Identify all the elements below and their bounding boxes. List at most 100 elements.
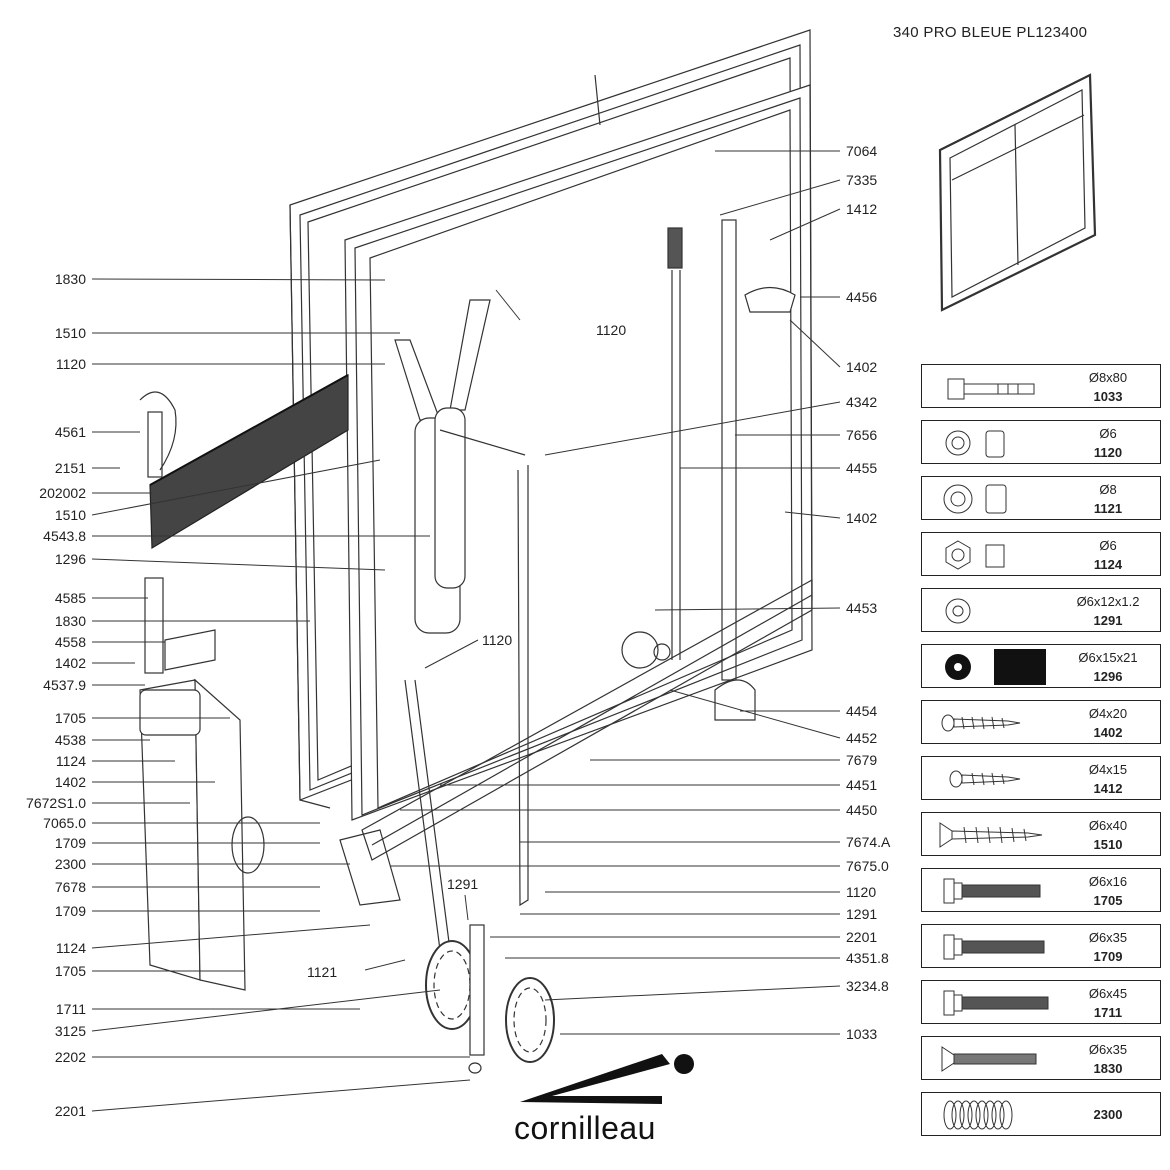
leader-line <box>424 639 479 669</box>
legend-row: Ø6 1124 <box>921 532 1161 576</box>
legend-row: Ø6x35 1830 <box>921 1036 1161 1080</box>
washer-nut-icon <box>945 430 1005 458</box>
brand-name: cornilleau <box>514 1110 656 1146</box>
callout-left: 4538 <box>55 732 86 748</box>
callout-right: 4342 <box>846 394 877 410</box>
callout-left: 2300 <box>55 856 86 872</box>
callout-right: 7675.0 <box>846 858 889 874</box>
callout-right: 1402 <box>846 510 877 526</box>
callout-left: 4561 <box>55 424 86 440</box>
callout-right: 1402 <box>846 359 877 375</box>
hex-bolt-icon <box>943 934 1045 960</box>
flat-head-screw-icon <box>941 1046 1037 1072</box>
legend-row: Ø6x12x1.2 1291 <box>921 588 1161 632</box>
legend-row: Ø6x40 1510 <box>921 812 1161 856</box>
legend-code: 1124 <box>1093 557 1123 572</box>
leader-line <box>544 401 841 456</box>
callout-left: 4585 <box>55 590 86 606</box>
callout-left: 1402 <box>55 655 86 671</box>
legend-row: Ø6x45 1711 <box>921 980 1161 1024</box>
flat-washer-icon <box>945 598 971 624</box>
leader-line <box>91 558 386 571</box>
callout-right: 7656 <box>846 427 877 443</box>
callout-right: 4455 <box>846 460 877 476</box>
legend-row: Ø6 1120 <box>921 420 1161 464</box>
callout-left: 4537.9 <box>43 677 86 693</box>
legend-code: 1830 <box>1093 1061 1123 1076</box>
leader-line <box>784 511 841 519</box>
legend-row: Ø6x15x21 1296 <box>921 644 1161 688</box>
legend-row: Ø4x20 1402 <box>921 700 1161 744</box>
leader-line <box>544 985 841 1001</box>
callout-right: 4351.8 <box>846 950 889 966</box>
wheels <box>425 924 555 1074</box>
legend-spec: Ø6 <box>1099 426 1117 441</box>
wood-screw-short-icon <box>949 770 1021 788</box>
callout-left: 1124 <box>56 753 86 769</box>
legend-spec: Ø8x80 <box>1088 370 1128 385</box>
callout-right: 1412 <box>846 201 877 217</box>
callout-right: 7335 <box>846 172 877 188</box>
legend-row: Ø8x80 1033 <box>921 364 1161 408</box>
leader-line <box>91 924 371 949</box>
callout-left: 1510 <box>55 507 86 523</box>
leg-roller <box>231 816 265 874</box>
callout-right: 4456 <box>846 289 877 305</box>
callout-left: 1124 <box>56 940 86 956</box>
callout-right: 7679 <box>846 752 877 768</box>
callout-inner: 1120 <box>482 632 512 648</box>
legend-spec: Ø4x15 <box>1088 762 1128 777</box>
leader-line <box>789 319 841 368</box>
cornilleau-logo-mark <box>520 1054 694 1104</box>
bottom-rail <box>339 578 813 906</box>
callout-left: 202002 <box>39 485 86 501</box>
legend-spec: Ø6x35 <box>1088 1042 1128 1057</box>
callout-right: 4453 <box>846 600 877 616</box>
leader-line <box>91 459 381 516</box>
callout-right: 4452 <box>846 730 877 746</box>
legend-code: 1296 <box>1093 669 1123 684</box>
legend-code: 2300 <box>1093 1107 1123 1122</box>
spring-icon <box>943 1100 1013 1130</box>
wood-screw-icon <box>941 714 1021 732</box>
leader-line <box>464 894 469 921</box>
callout-right: 1291 <box>846 906 877 922</box>
legend-code: 1291 <box>1093 613 1123 628</box>
legend-spec: Ø6x16 <box>1088 874 1128 889</box>
callout-left: 7672S1.0 <box>26 795 86 811</box>
leader-line <box>769 208 841 241</box>
callout-right: 7674.A <box>846 834 891 850</box>
legend-code: 1033 <box>1093 389 1123 404</box>
legend-code: 1120 <box>1093 445 1123 460</box>
callout-left: 1402 <box>55 774 86 790</box>
callout-left: 1830 <box>55 271 86 287</box>
legend-code: 1709 <box>1093 949 1123 964</box>
legend-code: 1510 <box>1093 837 1123 852</box>
callout-left: 4558 <box>55 634 86 650</box>
leader-line <box>669 689 841 739</box>
callout-left: 2151 <box>55 460 86 476</box>
leader-lines <box>91 150 841 1112</box>
callout-left: 1709 <box>55 903 86 919</box>
callout-left: 2202 <box>55 1049 86 1065</box>
callout-inner: 1120 <box>596 322 626 338</box>
legend-spec: Ø6 <box>1099 538 1117 553</box>
model-title: 340 PRO BLEUE PL123400 <box>893 24 1088 41</box>
callout-left: 1711 <box>56 1001 86 1017</box>
legend-spec: Ø4x20 <box>1088 706 1128 721</box>
callout-left: 7678 <box>55 879 86 895</box>
countersunk-screw-icon <box>939 822 1043 848</box>
leader-line <box>91 1079 471 1112</box>
legend-row: Ø6x16 1705 <box>921 868 1161 912</box>
leader-line <box>91 989 441 1032</box>
callout-left: 1705 <box>55 710 86 726</box>
callout-left: 1510 <box>55 325 86 341</box>
legend-spec: Ø6x40 <box>1088 818 1128 833</box>
support-arms <box>394 299 491 634</box>
hex-bolt-short-icon <box>943 878 1041 904</box>
callout-left: 1120 <box>56 356 86 372</box>
callout-left: 1296 <box>55 551 86 567</box>
legend-code: 1711 <box>1093 1005 1123 1020</box>
hex-nut-icon <box>945 540 1005 570</box>
callout-left: 3125 <box>55 1023 86 1039</box>
